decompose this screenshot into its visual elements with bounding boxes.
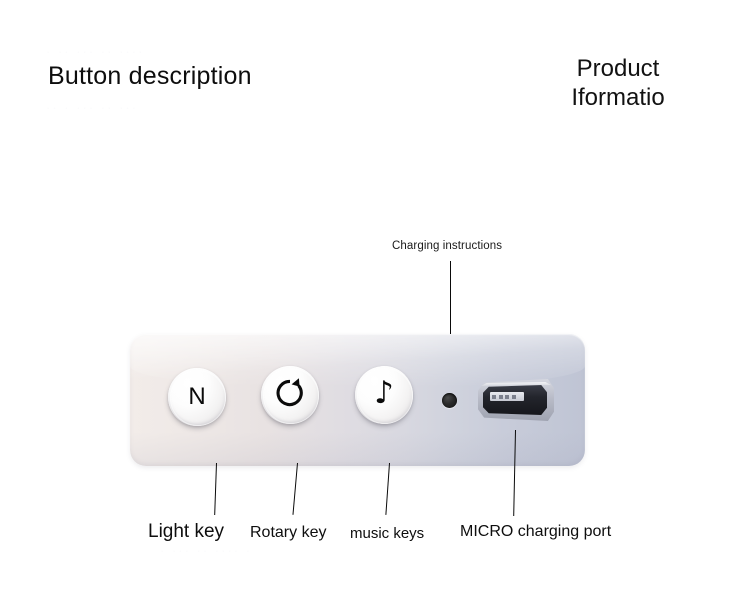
leader-line-rotary-key (292, 462, 299, 515)
light-key-button[interactable]: N (168, 368, 226, 426)
page-title: Button description (48, 62, 252, 90)
label-music-keys: music keys (350, 525, 425, 542)
led-indicator-hole (442, 393, 457, 408)
watermark-row-bottom: · ··· ·· ···· · (160, 543, 253, 558)
rotary-key-button[interactable] (261, 366, 319, 424)
product-information-heading: Product Iformatio (528, 54, 708, 112)
watermark-row-middle: ·· · ··· ·· ··· (46, 100, 139, 115)
product-information-line-2: Iformatio (571, 84, 665, 111)
watermark-row-top: · ·· ··· ·· ···· (46, 44, 145, 59)
label-light-key: Light key (148, 521, 225, 542)
charging-instructions-label: Charging instructions (392, 240, 503, 252)
panel-bottom-shade (130, 431, 585, 466)
leader-line-music-key (385, 462, 391, 515)
music-key-button[interactable]: ♪ (355, 366, 413, 424)
leader-line-charging (450, 261, 452, 393)
micro-usb-charging-port (478, 379, 554, 421)
usb-port-pins (492, 395, 516, 399)
label-rotary-key: Rotary key (250, 524, 327, 541)
music-note-icon: ♪ (374, 375, 394, 411)
leader-line-light-key (214, 462, 218, 515)
product-information-line-1: Product (576, 55, 660, 82)
rotate-arrow-icon (273, 376, 307, 414)
label-micro-charging-port: MICRO charging port (460, 523, 612, 540)
letter-n-icon: N (188, 383, 206, 410)
